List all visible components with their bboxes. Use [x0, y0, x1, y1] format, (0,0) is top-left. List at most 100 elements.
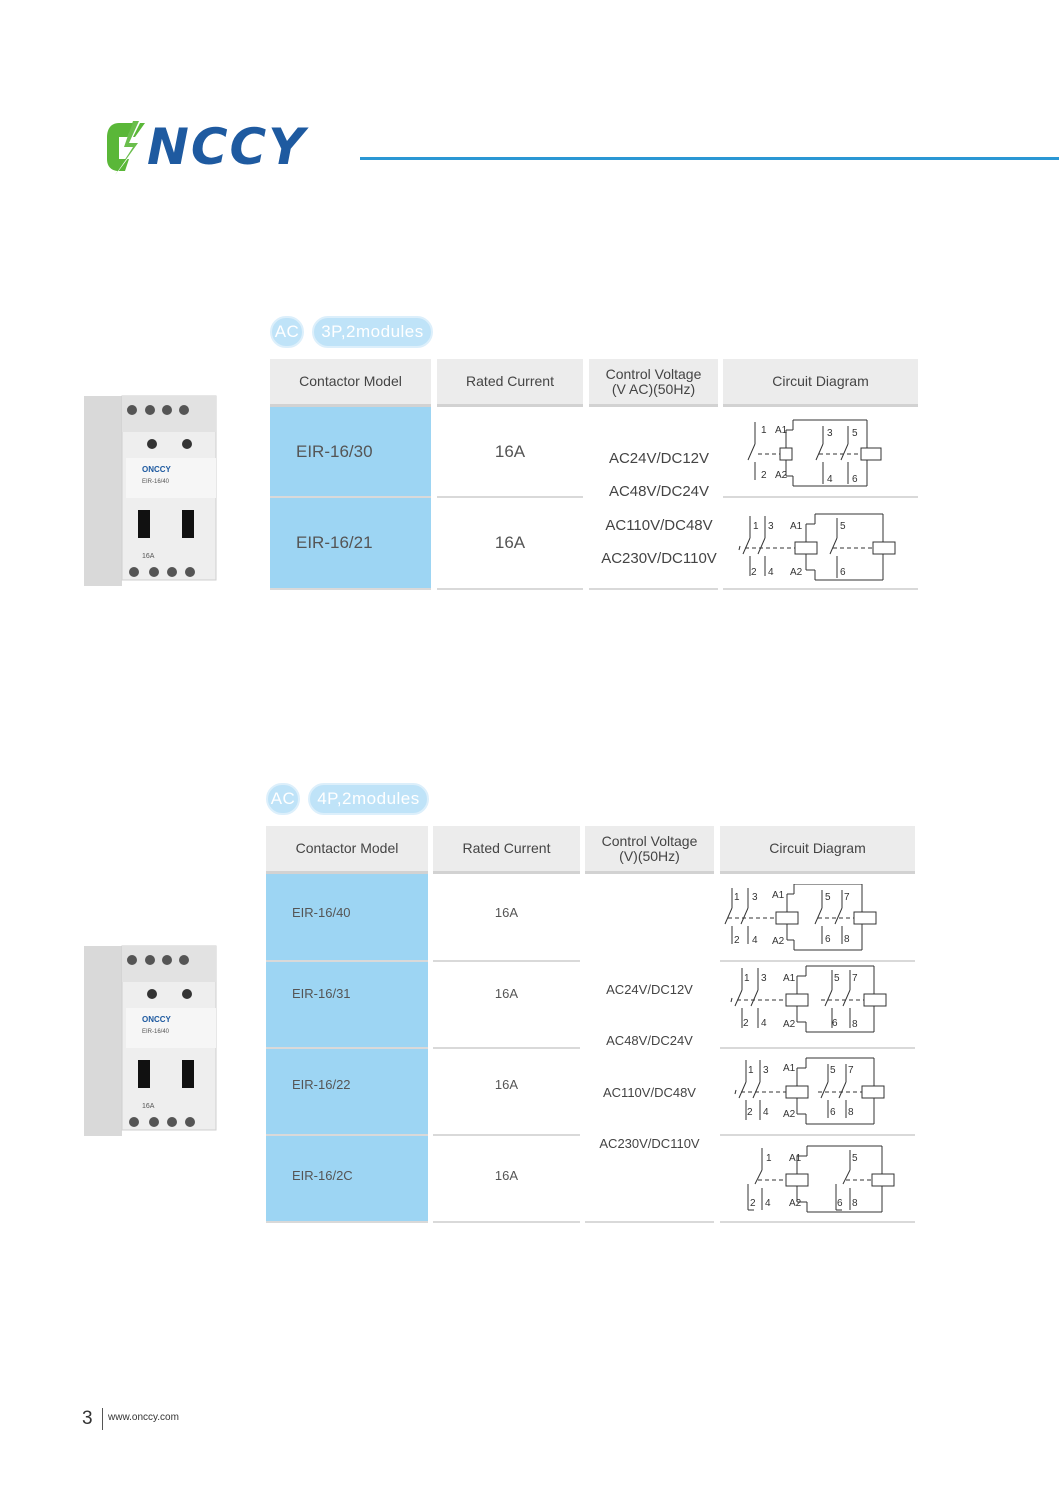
svg-text:2: 2 [750, 1198, 756, 1209]
svg-text:ONCCY: ONCCY [142, 465, 172, 474]
model-cell: EIR-16/21 [270, 498, 431, 590]
contactor-product-image: ONCCY EIR-16/40 16A [84, 945, 217, 1136]
voltage-option: AC110V/DC48V [603, 1085, 696, 1100]
svg-text:2: 2 [751, 567, 757, 578]
svg-text:EIR-16/40: EIR-16/40 [142, 479, 170, 485]
svg-text:A1: A1 [783, 973, 796, 984]
badge-config: 4P,2modules [308, 783, 429, 815]
footer-url[interactable]: www.onccy.com [108, 1412, 179, 1423]
svg-text:A2: A2 [790, 567, 803, 578]
svg-text:ONCCY: ONCCY [142, 1015, 172, 1024]
svg-text:4: 4 [761, 1018, 767, 1029]
svg-text:8: 8 [852, 1019, 858, 1030]
svg-text:A2: A2 [772, 936, 785, 947]
brand-name: NCCY [147, 118, 307, 176]
svg-text:8: 8 [848, 1107, 854, 1118]
svg-text:1: 1 [748, 1065, 754, 1076]
svg-text:6: 6 [840, 567, 846, 578]
svg-text:6: 6 [837, 1198, 843, 1209]
svg-text:7: 7 [844, 892, 850, 903]
svg-text:16A: 16A [142, 1103, 155, 1110]
rated-current-cell: 16A [433, 1136, 580, 1223]
svg-text:4: 4 [763, 1107, 769, 1118]
svg-text:1: 1 [761, 425, 767, 436]
svg-text:6: 6 [830, 1107, 836, 1118]
svg-text:A1: A1 [789, 1153, 802, 1164]
svg-text:A1: A1 [772, 890, 785, 901]
lightning-bolt-icon [107, 117, 145, 181]
voltage-option: AC230V/DC110V [601, 550, 717, 567]
svg-text:5: 5 [840, 521, 846, 532]
header-circuit-diagram: Circuit Diagram [723, 359, 918, 407]
rated-current-cell: 16A [437, 407, 583, 498]
svg-text:5: 5 [825, 892, 831, 903]
svg-text:1: 1 [753, 521, 759, 532]
voltage-option: AC48V/DC24V [606, 1033, 693, 1048]
svg-text:5: 5 [852, 428, 858, 439]
rated-current-cell: 16A [437, 498, 583, 590]
svg-text:A1: A1 [783, 1063, 796, 1074]
header-contactor-model: Contactor Model [270, 359, 431, 407]
circuit-diagram-40: 1 3 A1 5 7 2 4 A2 6 8 [724, 884, 877, 951]
header-circuit-diagram: Circuit Diagram [720, 826, 915, 874]
header-rated-current: Rated Current [433, 826, 580, 874]
voltage-option: AC24V/DC12V [606, 982, 693, 997]
svg-text:5: 5 [830, 1065, 836, 1076]
svg-text:2: 2 [734, 935, 740, 946]
svg-text:4: 4 [752, 935, 758, 946]
diagram-cell [720, 1136, 915, 1223]
svg-text:2: 2 [747, 1107, 753, 1118]
header-control-voltage: Control Voltage (V)(50Hz) [585, 826, 714, 874]
model-cell: EIR-16/40 [266, 874, 428, 962]
model-cell: EIR-16/30 [270, 407, 431, 498]
svg-text:3: 3 [827, 428, 833, 439]
svg-text:16A: 16A [142, 553, 155, 560]
svg-text:3: 3 [763, 1065, 769, 1076]
svg-text:6: 6 [832, 1018, 838, 1029]
header-control-voltage: Control Voltage (V AC)(50Hz) [589, 359, 718, 407]
svg-text:A1: A1 [775, 425, 788, 436]
svg-text:1: 1 [734, 892, 740, 903]
rated-current-cell: 16A [433, 874, 580, 962]
svg-text:4: 4 [827, 474, 833, 485]
diagram-cell [720, 1049, 915, 1136]
svg-text:2: 2 [761, 470, 767, 481]
diagram-cell [720, 962, 915, 1049]
svg-text:4: 4 [768, 567, 774, 578]
rated-current-cell: 16A [433, 962, 580, 1049]
diagram-cell [723, 407, 918, 498]
svg-text:4: 4 [765, 1198, 771, 1209]
page-number: 3 [82, 1408, 93, 1429]
svg-text:A2: A2 [775, 470, 788, 481]
diagram-cell [720, 874, 915, 962]
badge-ac: AC [270, 316, 304, 348]
svg-text:3: 3 [761, 973, 767, 984]
voltage-option: AC48V/DC24V [608, 483, 710, 500]
svg-text:8: 8 [852, 1198, 858, 1209]
footer-divider [102, 1408, 103, 1430]
model-cell: EIR-16/31 [266, 962, 428, 1049]
model-cell: EIR-16/2C [266, 1136, 428, 1223]
voltage-cell [589, 407, 718, 590]
rated-current-cell: 16A [433, 1049, 580, 1136]
svg-text:A2: A2 [789, 1198, 802, 1209]
svg-text:8: 8 [844, 934, 850, 945]
voltage-option: AC230V/DC110V [599, 1136, 700, 1151]
badge-ac: AC [266, 783, 300, 815]
svg-text:A2: A2 [783, 1019, 796, 1030]
svg-text:7: 7 [848, 1065, 854, 1076]
svg-text:1: 1 [744, 973, 750, 984]
svg-text:3: 3 [752, 892, 758, 903]
svg-text:5: 5 [834, 973, 840, 984]
svg-text:6: 6 [825, 934, 831, 945]
contactor-product-image: ONCCY EIR-16/40 16A [84, 395, 217, 586]
svg-text:2: 2 [743, 1018, 749, 1029]
svg-text:3: 3 [768, 521, 774, 532]
svg-text:7: 7 [852, 973, 858, 984]
header-rule [360, 157, 1059, 160]
